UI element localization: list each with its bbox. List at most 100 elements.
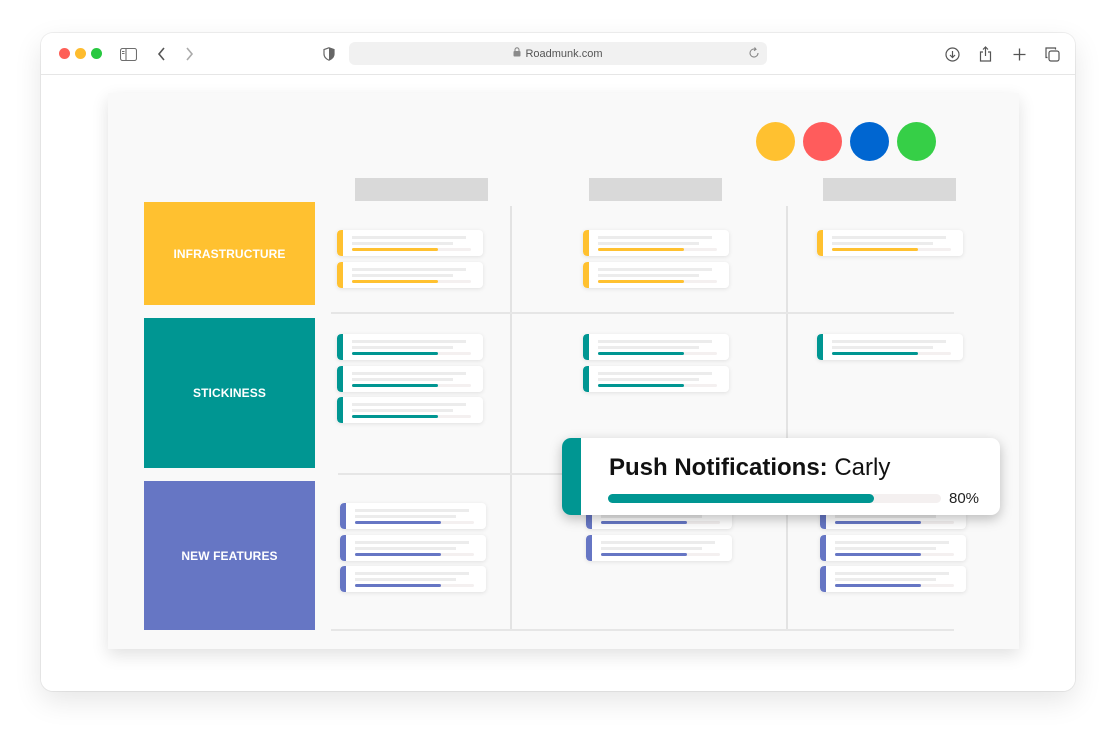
card-text-placeholder: [598, 346, 699, 349]
card-text-placeholder: [598, 267, 712, 271]
share-icon[interactable]: [975, 44, 995, 64]
card-color-accent: [583, 230, 589, 256]
shield-icon[interactable]: [319, 44, 339, 64]
sidebar-icon[interactable]: [118, 44, 138, 64]
card-progress-bar: [352, 383, 471, 387]
chevron-right-icon[interactable]: [179, 44, 199, 64]
roadmap-item-card[interactable]: [817, 334, 963, 360]
card-color-accent: [820, 566, 826, 592]
chevron-left-icon[interactable]: [152, 44, 172, 64]
card-color-accent: [337, 230, 343, 256]
card-progress-bar: [352, 352, 471, 355]
progress-bar: [608, 494, 941, 503]
card-text-placeholder: [832, 346, 933, 349]
card-text-placeholder: [835, 540, 949, 544]
card-text-placeholder: [601, 546, 702, 550]
swimlane-new-features[interactable]: NEW FEATURES: [144, 481, 315, 630]
card-progress-fill: [598, 383, 684, 387]
card-color-accent: [820, 503, 826, 529]
card-progress-bar: [835, 584, 954, 587]
roadmap-item-card[interactable]: [337, 261, 483, 288]
column-header-3: [823, 178, 956, 201]
roadmap-item-card[interactable]: [583, 334, 729, 360]
close-window-button[interactable]: [59, 48, 70, 59]
swimlane-label: INFRASTRUCTURE: [173, 246, 286, 261]
card-color-accent: [340, 566, 346, 592]
item-color-accent: [562, 438, 581, 515]
card-progress-fill: [352, 248, 438, 251]
card-progress-bar: [598, 352, 717, 355]
card-progress-fill: [601, 552, 687, 556]
card-color-accent: [337, 397, 343, 423]
card-text-placeholder: [355, 515, 456, 518]
roadmap-item-card[interactable]: [820, 534, 966, 561]
card-progress-bar: [352, 279, 471, 283]
card-text-placeholder: [598, 236, 712, 239]
card-color-accent: [586, 534, 592, 561]
roadmap-item-card[interactable]: [820, 566, 966, 592]
card-text-placeholder: [832, 340, 946, 343]
card-text-placeholder: [352, 340, 466, 343]
card-text-placeholder: [355, 540, 469, 544]
roadmap-item-card[interactable]: [817, 230, 963, 256]
legend-dot-red: [803, 122, 842, 161]
card-progress-fill: [598, 279, 684, 283]
card-text-placeholder: [355, 546, 456, 550]
card-color-accent: [820, 534, 826, 561]
lock-icon: [513, 47, 521, 60]
roadmap-item-card[interactable]: [586, 534, 732, 561]
roadmap-item-card[interactable]: [583, 261, 729, 288]
roadmap-item-card[interactable]: [583, 230, 729, 256]
card-text-placeholder: [355, 572, 469, 575]
column-divider: [510, 206, 512, 631]
card-color-accent: [337, 365, 343, 392]
minimize-window-button[interactable]: [75, 48, 86, 59]
roadmap-item-card[interactable]: [337, 365, 483, 392]
maximize-window-button[interactable]: [91, 48, 102, 59]
card-color-accent: [583, 365, 589, 392]
card-color-accent: [583, 261, 589, 288]
roadmap-item-card[interactable]: [340, 534, 486, 561]
address-bar[interactable]: Roadmunk.com: [349, 42, 767, 65]
card-progress-fill: [355, 584, 441, 587]
progress-percent: 80%: [949, 490, 980, 507]
reload-icon[interactable]: [747, 46, 761, 60]
page-content: INFRASTRUCTURE STICKINESS NEW FEATURES P…: [41, 76, 1075, 691]
card-text-placeholder: [835, 572, 949, 575]
swimlane-stickiness[interactable]: STICKINESS: [144, 318, 315, 468]
card-text-placeholder: [352, 377, 453, 381]
item-name: Push Notifications:: [609, 454, 828, 481]
card-text-placeholder: [355, 578, 456, 581]
roadmap-item-card[interactable]: [337, 230, 483, 256]
download-icon[interactable]: [942, 44, 962, 64]
tabs-overview-icon[interactable]: [1042, 44, 1062, 64]
swimlane-infrastructure[interactable]: INFRASTRUCTURE: [144, 202, 315, 305]
roadmap-board: INFRASTRUCTURE STICKINESS NEW FEATURES P…: [108, 93, 1019, 649]
card-progress-bar: [598, 248, 717, 251]
item-detail-card[interactable]: Push Notifications: Carly 80%: [562, 438, 1000, 515]
roadmap-item-card[interactable]: [337, 334, 483, 360]
swimlane-label: NEW FEATURES: [181, 548, 278, 563]
roadmap-item-card[interactable]: [340, 503, 486, 529]
roadmap-item-card[interactable]: [583, 365, 729, 392]
card-text-placeholder: [352, 346, 453, 349]
card-text-placeholder: [598, 273, 699, 277]
card-color-accent: [817, 230, 823, 256]
card-color-accent: [337, 261, 343, 288]
roadmap-item-card[interactable]: [340, 566, 486, 592]
card-progress-fill: [835, 552, 921, 556]
swimlane-label: STICKINESS: [192, 386, 266, 400]
card-progress-bar: [601, 552, 720, 556]
card-progress-fill: [352, 352, 438, 355]
card-text-placeholder: [601, 540, 715, 544]
card-text-placeholder: [352, 371, 466, 375]
card-text-placeholder: [835, 546, 936, 550]
card-progress-fill: [598, 352, 684, 355]
browser-toolbar: Roadmunk.com: [41, 33, 1075, 75]
row-divider: [331, 312, 954, 314]
plus-icon[interactable]: [1009, 44, 1029, 64]
card-text-placeholder: [832, 242, 933, 245]
card-progress-bar: [601, 521, 720, 524]
card-progress-fill: [352, 415, 438, 418]
roadmap-item-card[interactable]: [337, 397, 483, 423]
